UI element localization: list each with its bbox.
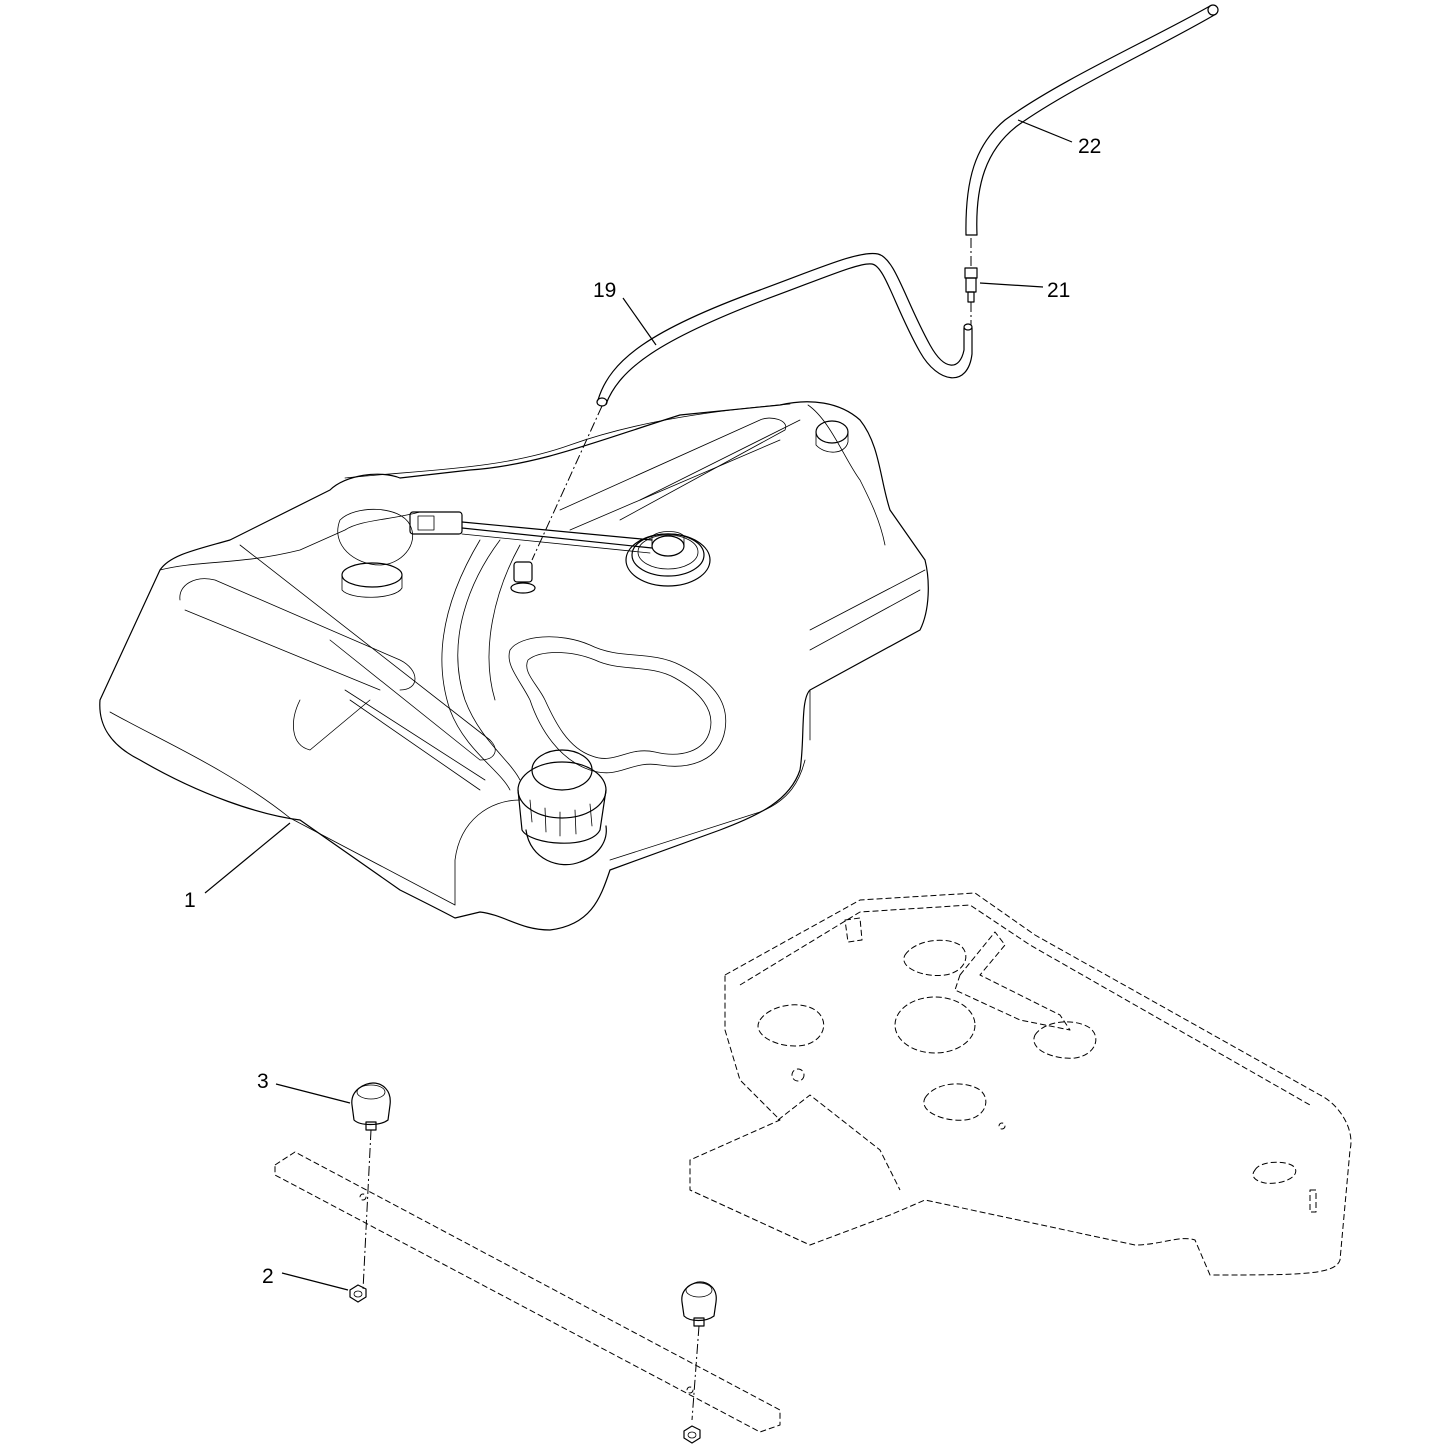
callout-21: 21 xyxy=(1047,279,1070,302)
fuel-tank-1 xyxy=(99,401,929,931)
callout-2: 2 xyxy=(262,1265,274,1288)
leader-line-3 xyxy=(275,1083,351,1104)
hose-fitting-21 xyxy=(964,238,978,325)
flange-nut-2b xyxy=(683,1425,701,1444)
leader-line-2 xyxy=(281,1272,349,1291)
rubber-bumper-3a xyxy=(351,1082,391,1291)
leader-line-1 xyxy=(204,822,291,894)
fuel-filler-cap xyxy=(517,749,607,866)
leader-line-22 xyxy=(1017,119,1073,143)
vent-hose-22 xyxy=(965,4,1219,236)
callout-22: 22 xyxy=(1078,135,1101,158)
callout-1: 1 xyxy=(184,889,196,912)
callout-19: 19 xyxy=(593,279,616,302)
mounting-plate xyxy=(689,892,1352,1276)
rubber-bumper-3b xyxy=(681,1281,717,1421)
leader-line-21 xyxy=(979,282,1044,288)
fuel-sender-unit xyxy=(409,511,711,587)
callout-3: 3 xyxy=(257,1070,269,1093)
support-bar xyxy=(274,1151,781,1433)
flange-nut-2a xyxy=(349,1284,367,1303)
leader-line-19 xyxy=(622,297,657,346)
